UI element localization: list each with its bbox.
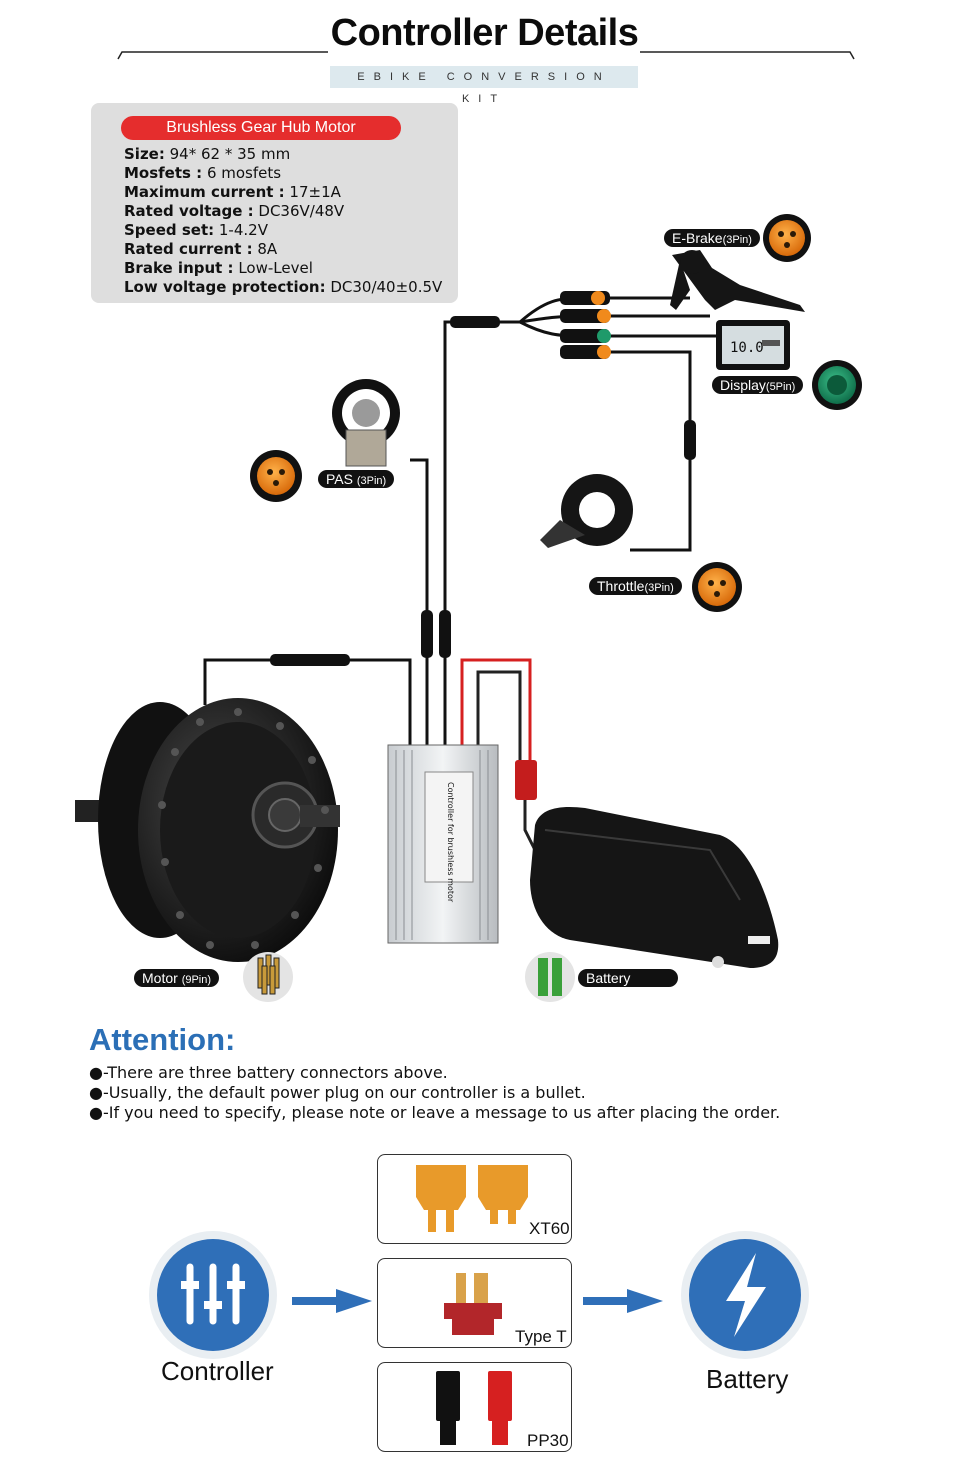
hub-motor <box>75 698 340 962</box>
battery-connector-icon <box>525 952 575 1002</box>
pp30-plug-icon <box>436 1371 512 1445</box>
spec-heading: Brushless Gear Hub Motor <box>121 116 401 140</box>
type-t-plug-icon <box>444 1273 502 1335</box>
spec-row-size: Size: 94* 62 * 35 mm <box>124 145 291 163</box>
battery-label: Battery <box>578 969 678 987</box>
controller-icon <box>149 1231 277 1359</box>
arrow-right-icon <box>583 1289 663 1313</box>
spec-row-max-current: Maximum current : 17±1A <box>124 183 341 201</box>
spec-row-mosfets: Mosfets : 6 mosfets <box>124 164 282 182</box>
page-subtitle: EBIKE CONVERSION KIT <box>330 66 638 105</box>
attention-item: ●-There are three battery connectors abo… <box>89 1063 448 1082</box>
flow-battery-label: Battery <box>706 1364 789 1394</box>
flow-controller-label: Controller <box>161 1356 274 1386</box>
wire-connector-tips <box>591 291 611 359</box>
display-unit: 10.0 <box>716 320 790 370</box>
attention-item: ●-Usually, the default power plug on our… <box>89 1083 586 1102</box>
header: Controller Details EBIKE CONVERSION KIT <box>0 0 959 105</box>
controller-label: Controller for brushless motor <box>446 782 455 903</box>
ebrake-label: E-Brake(3Pin) <box>664 229 760 247</box>
pas-label: PAS (3Pin) <box>318 470 395 488</box>
display-label: Display(5Pin) <box>712 376 804 394</box>
connector-box-xt60: XT60 <box>377 1154 572 1244</box>
battery-pack <box>530 806 779 968</box>
xt60-label: XT60 <box>529 1219 570 1238</box>
xt60-plug-icon <box>416 1165 528 1232</box>
type-t-label: Type T <box>515 1327 567 1346</box>
connector-box-type-t: Type T <box>377 1258 572 1348</box>
pas-sensor <box>332 379 400 467</box>
controller-box: Controller for brushless motor <box>387 744 499 944</box>
connector-box-pp30: PP30 <box>377 1362 572 1452</box>
ebrake-lever <box>670 250 805 312</box>
attention-item: ●-If you need to specify, please note or… <box>89 1103 781 1122</box>
svg-text:10.0: 10.0 <box>730 340 764 356</box>
spec-row-rated-voltage: Rated voltage : DC36V/48V <box>124 202 345 220</box>
flow-graphics <box>149 1231 809 1359</box>
motor-label: Motor (9Pin) <box>134 969 220 987</box>
arrow-right-icon <box>292 1289 372 1313</box>
spec-list: Size: 94* 62 * 35 mm Mosfets : 6 mosfets… <box>124 145 442 297</box>
header-rule <box>117 51 855 60</box>
attention-list: ●-There are three battery connectors abo… <box>89 1063 780 1123</box>
page-title: Controller Details <box>330 12 639 54</box>
pp30-label: PP30 <box>527 1431 569 1450</box>
attention-title: Attention: <box>89 1022 236 1057</box>
spec-row-brake-input: Brake input : Low-Level <box>124 259 313 277</box>
lightning-icon <box>681 1231 809 1359</box>
throttle-unit <box>540 474 633 548</box>
spec-row-rated-current: Rated current : 8A <box>124 240 278 258</box>
anderson-plug <box>515 760 537 800</box>
throttle-label: Throttle(3Pin) <box>589 577 682 595</box>
wiring-diagram: 10.0 <box>75 214 862 1002</box>
spec-row-low-voltage: Low voltage protection: DC30/40±0.5V <box>124 278 443 296</box>
spec-row-speed-set: Speed set: 1-4.2V <box>124 221 268 239</box>
